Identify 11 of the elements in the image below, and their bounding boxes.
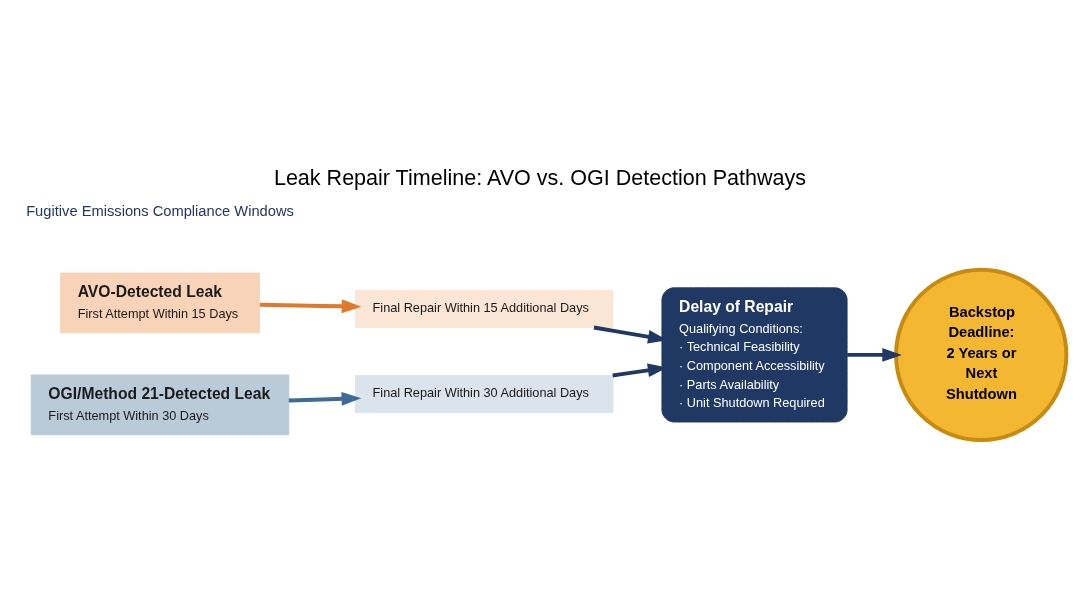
node-box: Final Repair Within 30 Additional Days [354,374,614,413]
node-box: OGI/Method 21-Detected Leak First Attempt Within 30 Days [30,374,290,435]
arrow [259,298,362,313]
node-box: AVO-Detected Leak First Attempt Within 15 Days [60,272,260,333]
arrow [847,347,902,362]
node-box: Final Repair Within 15 Additional Days [354,289,614,328]
diagram-title: Leak Repair Timeline: AVO vs. OGI Detection Pathways [273,165,807,190]
node-circle: Backstop Deadline: 2 Years or Next Shutdown [894,267,1069,442]
label: Fugitive Emissions Compliance Windows [26,202,294,219]
node-box: Delay of Repair Qualifying Conditions: · Technical Feasibility · Component Accessibility · Parts Availability · Unit Shutdown Required [661,286,848,422]
arrow [288,391,362,406]
